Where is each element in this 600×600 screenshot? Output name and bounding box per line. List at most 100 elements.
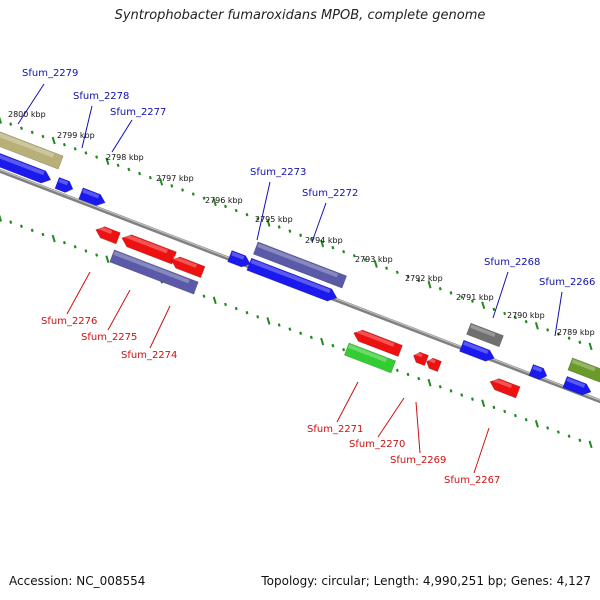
- inner-tick: [513, 413, 517, 418]
- outer-tick: [20, 126, 23, 130]
- reverse-gene-label: Sfum_2267: [444, 475, 500, 486]
- outer-tick: [342, 250, 346, 254]
- outer-tick: [481, 301, 486, 310]
- outer-tick: [438, 287, 442, 291]
- scale-label: 2789 kbp: [557, 328, 595, 337]
- inner-tick: [299, 331, 303, 335]
- leader-line: [415, 401, 421, 454]
- inner-tick: [20, 224, 23, 228]
- outer-tick: [534, 322, 539, 330]
- reverse-gene-label: Sfum_2275: [81, 332, 137, 343]
- inner-tick: [41, 232, 45, 237]
- inner-tick: [427, 378, 432, 387]
- inner-tick: [567, 434, 571, 438]
- accession-text: Accession: NC_008554: [9, 574, 146, 588]
- scale-label: 2794 kbp: [305, 236, 343, 245]
- leader-line: [81, 105, 93, 149]
- outer-tick: [373, 260, 378, 268]
- reverse-gene-label: Sfum_2270: [349, 439, 405, 450]
- inner-tick: [0, 214, 3, 222]
- outer-tick: [395, 270, 399, 275]
- outer-tick: [320, 239, 325, 248]
- outer-tick: [492, 307, 496, 312]
- forward-gene-label: Sfum_2266: [539, 277, 595, 288]
- inner-tick: [471, 397, 474, 401]
- outer-tick: [245, 212, 249, 217]
- inner-tick: [95, 253, 99, 257]
- gene-labels: Sfum_2279Sfum_2278Sfum_2277Sfum_2273Sfum…: [17, 68, 595, 486]
- forward-gene-label: Sfum_2278: [73, 91, 129, 102]
- outer-tick: [41, 134, 45, 139]
- outer-tick: [191, 192, 195, 196]
- outer-tick: [578, 340, 582, 344]
- inner-tick: [481, 399, 486, 408]
- leader-line: [554, 291, 563, 337]
- inner-tick: [331, 343, 335, 348]
- scale-label: 2792 kbp: [405, 274, 443, 283]
- leader-line: [107, 289, 131, 331]
- outer-tick: [84, 151, 88, 155]
- reverse-gene-label: Sfum_2274: [121, 350, 177, 361]
- outer-tick: [299, 233, 303, 237]
- inner-tick: [212, 296, 217, 305]
- outer-tick: [138, 171, 142, 176]
- inner-tick: [556, 430, 560, 434]
- outer-tick: [51, 136, 56, 145]
- leader-line: [311, 202, 327, 243]
- inner-tick: [320, 337, 325, 346]
- inner-tick: [266, 317, 271, 325]
- outer-tick: [556, 332, 560, 336]
- outer-tick: [181, 188, 185, 192]
- scale-label: 2800 kbp: [8, 110, 46, 119]
- gene-slate: [109, 249, 199, 295]
- outer-tick: [202, 196, 206, 200]
- leader-line: [492, 271, 509, 319]
- outer-tick: [266, 219, 271, 227]
- outer-tick: [309, 237, 313, 242]
- outer-tick: [62, 142, 66, 147]
- inner-tick: [524, 417, 528, 422]
- leader-line: [377, 397, 405, 438]
- inner-tick: [534, 420, 539, 428]
- scale-label: 2798 kbp: [106, 153, 144, 162]
- inner-tick: [460, 393, 464, 397]
- scale-label: 2799 kbp: [57, 131, 95, 140]
- inner-tick: [503, 409, 507, 414]
- gene-forward: [562, 375, 592, 396]
- inner-tick: [30, 228, 34, 233]
- gene-reverse: [170, 255, 206, 279]
- inner-tick: [51, 234, 56, 243]
- inner-tick: [492, 405, 496, 410]
- leader-line: [66, 271, 91, 315]
- leader-line: [111, 119, 133, 153]
- forward-gene-label: Sfum_2272: [302, 188, 358, 199]
- gene-forward: [78, 187, 106, 206]
- outer-tick: [513, 315, 517, 320]
- gene-slate: [252, 241, 348, 289]
- gene-reverse: [426, 357, 442, 373]
- map-title: Syntrophobacter fumaroxidans MPOB, compl…: [114, 8, 486, 23]
- scale-label: 2796 kbp: [205, 196, 243, 205]
- inner-tick: [256, 315, 260, 319]
- outer-tick: [9, 122, 13, 126]
- gene-reverse: [95, 225, 121, 245]
- inner-tick: [202, 294, 206, 298]
- reverse-gene-label: Sfum_2271: [307, 424, 363, 435]
- outer-tick: [256, 217, 260, 221]
- outer-tick: [417, 278, 421, 283]
- outer-tick: [212, 198, 217, 207]
- gene-khaki: [0, 130, 64, 170]
- inner-tick: [406, 372, 410, 377]
- reverse-gene-label: Sfum_2269: [390, 455, 446, 466]
- outer-tick: [385, 266, 389, 270]
- inner-tick: [288, 327, 292, 331]
- leader-line: [17, 83, 45, 125]
- outer-tick: [503, 311, 507, 316]
- inner-tick: [588, 440, 593, 449]
- reverse-gene-label: Sfum_2276: [41, 316, 97, 327]
- inner-tick: [546, 426, 550, 430]
- outer-tick: [363, 258, 367, 262]
- outer-tick: [30, 130, 34, 135]
- gene-forward: [227, 250, 251, 268]
